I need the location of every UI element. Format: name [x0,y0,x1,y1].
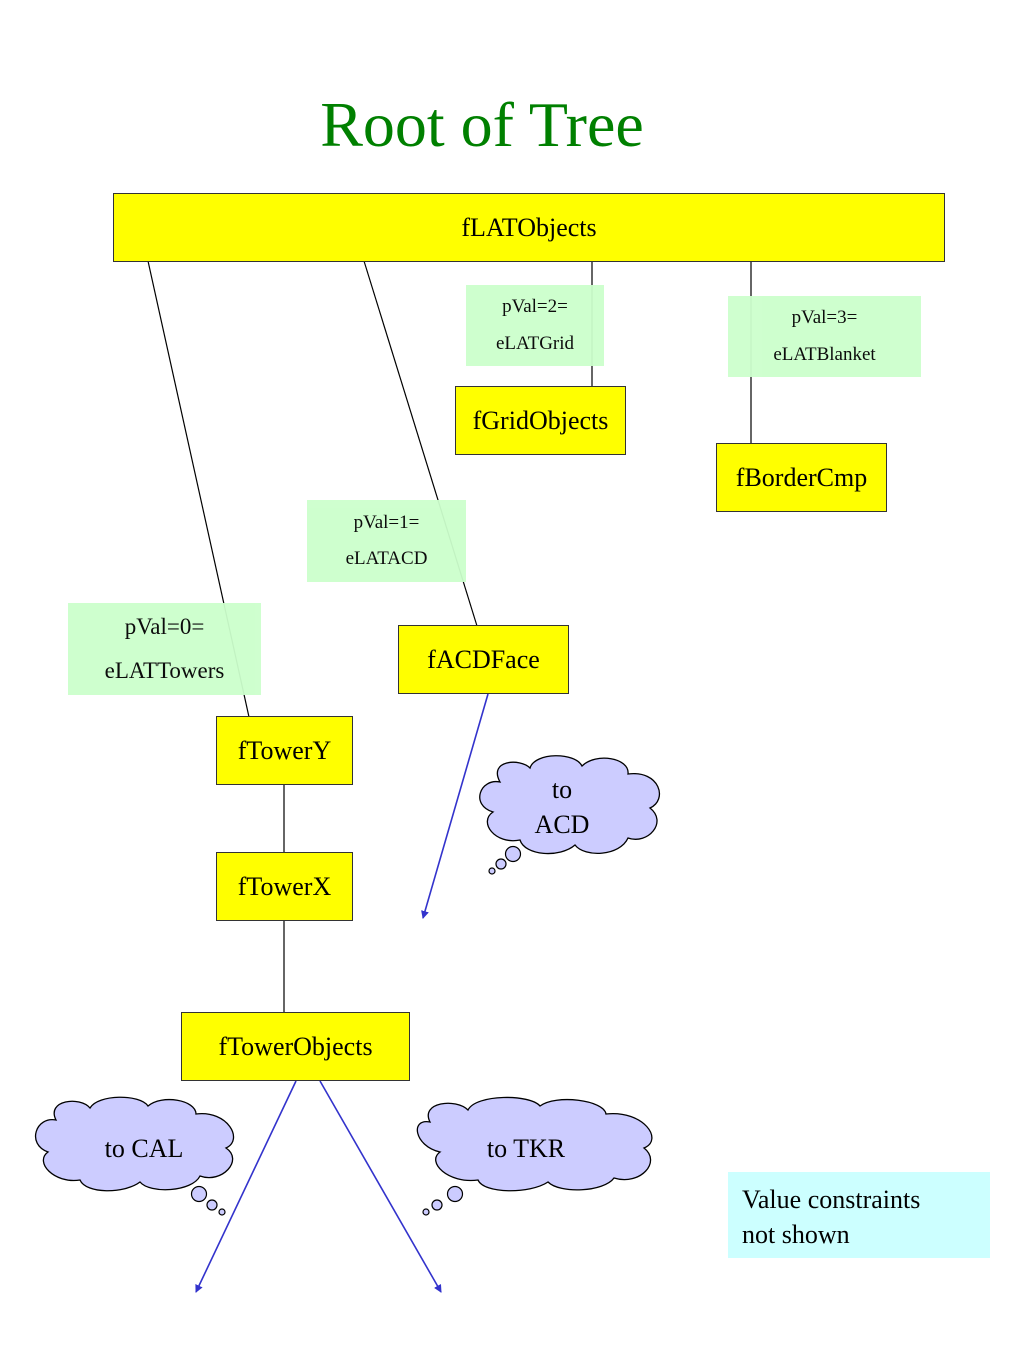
edge-label-blanket-line1: pVal=3= [791,307,858,329]
node-facdface: fACDFace [398,625,569,694]
cloud-to-cal-shape [35,1096,235,1216]
cloud-to-tkr: to TKR [486,1134,566,1163]
cloud-to-acd: to ACD [512,772,612,842]
edge-label-blanket-line2: eLATBlanket [773,343,876,365]
page-title: Root of Tree [320,89,644,160]
cloud-to-cal: to CAL [104,1134,184,1163]
node-fgridobjects: fGridObjects [455,386,626,455]
cloud-to-acd-shape [479,755,660,875]
edge-label-acd: pVal=1= eLATACD [307,500,466,582]
cloud-to-acd-line1: to [551,775,573,804]
cloud-to-tkr-shape [416,1096,653,1216]
arrow-towerobjects-to-cal [195,1080,297,1293]
note-line2: not shown [742,1220,850,1250]
edge-label-grid-line1: pVal=2= [502,296,568,318]
note-value-constraints: Value constraints not shown [728,1172,990,1258]
arrow-acdface-to-acd [421,693,489,919]
edge-label-acd-line2: eLATACD [345,548,428,569]
node-ftowerx: fTowerX [216,852,353,921]
node-ftowery: fTowerY [216,716,353,785]
node-fbordercmp: fBorderCmp [716,443,887,512]
node-flatobjects: fLATObjects [113,193,945,262]
edge-label-grid-line2: eLATGrid [495,332,575,354]
edge-label-blanket: pVal=3= eLATBlanket [728,296,921,377]
arrow-towerobjects-to-tkr [319,1080,442,1293]
edge-label-towers: pVal=0= eLATTowers [68,603,261,695]
edge-label-towers-line1: pVal=0= [124,614,205,640]
node-ftowerobjects: fTowerObjects [181,1012,410,1081]
cloud-to-acd-line2: ACD [534,810,590,840]
note-line1: Value constraints [742,1185,921,1214]
edge-label-towers-line2: eLATTowers [104,658,225,683]
edge-label-grid: pVal=2= eLATGrid [466,285,604,366]
edge-label-acd-line1: pVal=1= [353,511,420,533]
